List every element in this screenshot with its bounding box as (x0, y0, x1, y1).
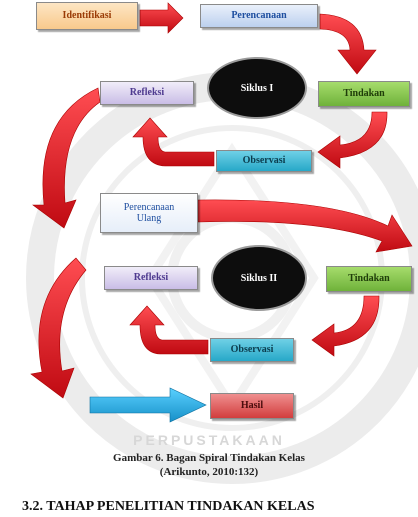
figure-caption-source: (Arikunto, 2010:132) (159, 466, 259, 478)
arrow-curve-down-left-2-icon (311, 295, 380, 357)
box-identifikasi: Identifikasi (36, 2, 138, 30)
figure-caption-title: Gambar 6. Bagan Spiral Tindakan Kelas (113, 452, 305, 464)
box-perencanaan-ulang: Perencanaan Ulang (100, 193, 198, 233)
box-refleksi-2: Refleksi (104, 266, 198, 290)
arrow-curve-down-long-2-icon (30, 257, 87, 399)
box-hasil: Hasil (210, 393, 294, 419)
box-perencanaan: Perencanaan (200, 4, 318, 28)
arrow-right-icon (139, 2, 184, 34)
arrow-curve-up-icon (132, 117, 215, 167)
arrow-curve-down-icon (319, 13, 377, 75)
box-observasi-1: Observasi (216, 150, 312, 172)
arrow-swoosh-right-icon (197, 199, 413, 253)
arrow-curve-down-long-icon (32, 87, 101, 229)
watermark-text: PERPUSTAKAAN (133, 432, 285, 448)
cycle-siklus-2: Siklus II (211, 245, 307, 311)
cycle-siklus-1: Siklus I (207, 57, 307, 119)
box-refleksi-1: Refleksi (100, 81, 194, 105)
section-heading: 3.2. TAHAP PENELITIAN TINDAKAN KELAS (22, 499, 315, 514)
arrow-blue-right-icon (89, 387, 207, 423)
box-tindakan-2: Tindakan (326, 266, 412, 292)
box-tindakan-1: Tindakan (318, 81, 410, 107)
arrow-curve-down-left-icon (317, 111, 388, 169)
box-observasi-2: Observasi (210, 338, 294, 362)
arrow-curve-up-2-icon (129, 305, 209, 355)
